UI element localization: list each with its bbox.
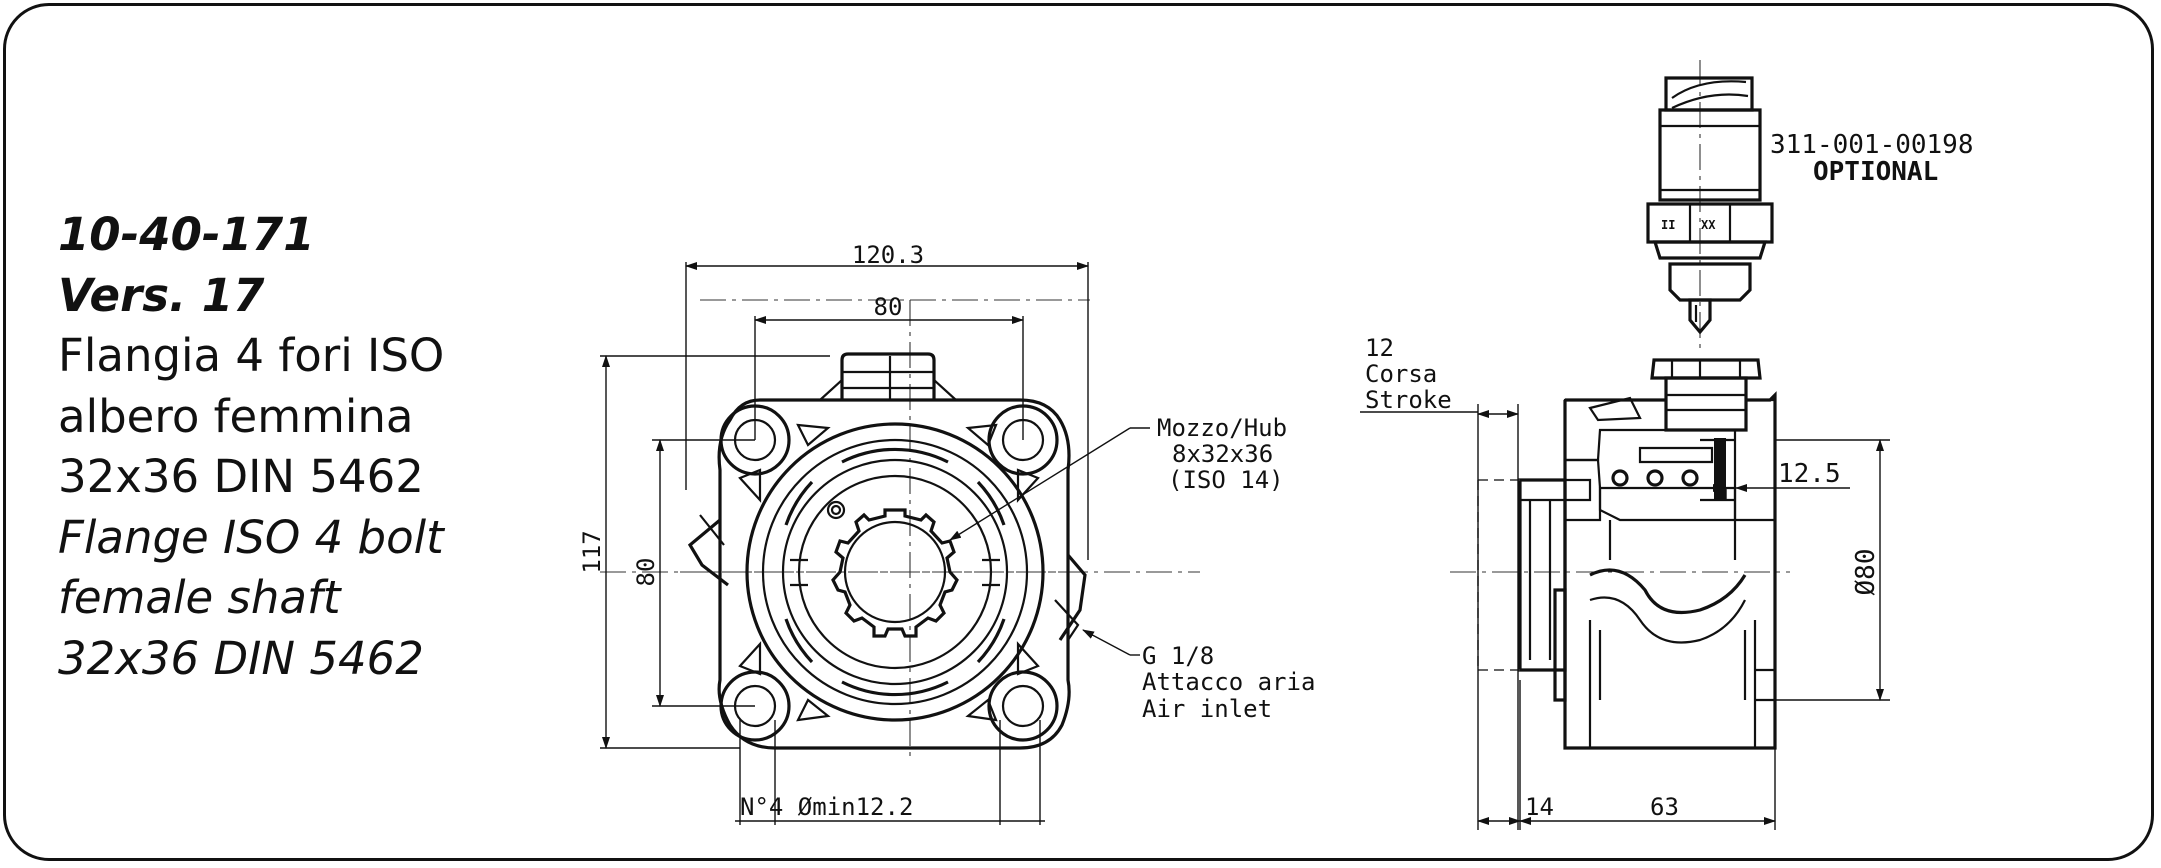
air-label-2: Attacco aria [1142,668,1315,696]
sensor-seat [1650,358,1762,380]
pocket [965,698,998,722]
seal [1646,469,1664,487]
seal [1681,469,1699,487]
hex-mark: II [1661,218,1675,232]
pocket [1016,641,1040,676]
dimension-diameter: Ø80 [1851,549,1881,596]
dimension-bolt-spacing-v: 80 [632,558,660,587]
hub-label-2: 8x32x36 [1172,440,1273,468]
description-it-2: albero femmina [58,389,414,443]
hatched-section [1733,398,1777,522]
side-view: II XX 311-001-00198 OPTIONAL [1450,60,1974,750]
description-it-1: Flangia 4 fori ISO [58,329,445,382]
description-it-3: 32x36 DIN 5462 [58,450,424,503]
sensor-code: 311-001-00198 [1770,130,1974,160]
hidden-outline [1477,479,1520,671]
pocket [738,468,762,503]
housing-ring [761,438,1029,706]
dimension-12-5: 12.5 [1778,459,1841,489]
housing-ring [781,458,1009,686]
hatched-section [1563,458,1602,522]
hub-label-1: Mozzo/Hub [1157,414,1287,442]
pocket [738,641,762,676]
part-code: 10-40-171 [58,208,315,261]
hub-label-3: (ISO 14) [1168,466,1284,494]
holes-label: N°4 Ømin12.2 [740,793,913,821]
dimension-63: 63 [1650,793,1679,821]
title-block: 10-40-171 Vers. 17 Flangia 4 fori ISO al… [58,205,518,689]
side-dimensions: 12 Corsa Stroke 12.5 Ø80 14 63 [1360,334,1890,830]
front-view [600,299,1200,760]
inner-cavity [1589,568,1747,615]
small-port [826,500,846,520]
hex-mark: XX [1701,218,1716,232]
front-dimensions: 120.3 80 117 80 N°4 Ømin12.2 Mozzo/Hub 8… [578,241,1315,825]
dimension-bolt-spacing-h: 80 [874,293,903,321]
hub-flange [1518,478,1567,672]
part-version: Vers. 17 [58,268,265,322]
air-label-1: G 1/8 [1142,642,1214,670]
top-port [840,352,936,400]
dimension-height: 117 [578,530,606,573]
side-boss [1058,553,1087,641]
hatched-section [1563,398,1668,462]
hub-leader [949,427,1131,541]
description-en-3: 32x36 DIN 5462 [58,631,424,685]
sensor-note: OPTIONAL [1813,157,1938,187]
optional-sensor: II XX [1646,76,1774,335]
drawing-frame [3,3,2154,861]
bolt-hole [1001,684,1045,728]
dimension-width: 120.3 [852,241,924,269]
description-en-2: female shaft [58,571,341,624]
housing-ring [797,474,993,670]
side-boss [687,518,729,587]
pocket [1016,468,1040,503]
pocket [796,423,831,447]
bolt-boss [987,670,1059,742]
housing-ring [745,422,1045,722]
stroke-label-3: Stroke [1365,386,1452,414]
stroke-label-1: 12 [1365,334,1394,362]
pocket [965,423,998,447]
splined-bore [831,508,959,638]
dimension-14: 14 [1525,793,1554,821]
air-leader [1082,629,1131,656]
seal [1611,469,1629,487]
stroke-label-2: Corsa [1365,360,1437,388]
pocket [796,698,831,722]
description-en-1: Flange ISO 4 bolt [58,510,444,564]
air-label-3: Air inlet [1142,695,1272,723]
ring-slots [784,447,1006,697]
